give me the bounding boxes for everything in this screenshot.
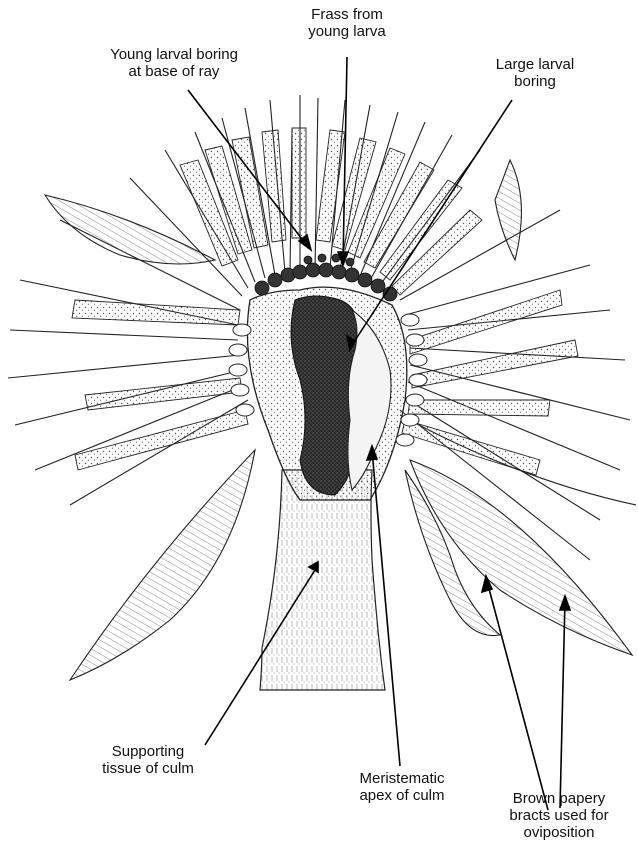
label-large-boring-line1: Large larval — [470, 56, 600, 73]
leader-bracts-2 — [560, 600, 565, 808]
label-supporting-tissue: Supporting tissue of culm — [68, 743, 228, 777]
label-bracts-line3: oviposition — [486, 824, 632, 841]
label-young-larval-boring: Young larval boring at base of ray — [60, 46, 288, 80]
label-meristematic-apex: Meristematic apex of culm — [333, 770, 471, 804]
culm-stem — [260, 470, 385, 690]
label-frass: Frass from young larva — [286, 6, 408, 40]
label-meristematic-line1: Meristematic — [333, 770, 471, 787]
label-frass-line1: Frass from — [286, 6, 408, 23]
label-frass-line2: young larva — [286, 23, 408, 40]
label-brown-bracts: Brown papery bracts used for oviposition — [486, 790, 632, 841]
label-supporting-line1: Supporting — [68, 743, 228, 760]
label-bracts-line2: bracts used for — [486, 807, 632, 824]
label-young-boring-line2: at base of ray — [60, 63, 288, 80]
label-bracts-line1: Brown papery — [486, 790, 632, 807]
label-meristematic-line2: apex of culm — [333, 787, 471, 804]
label-young-boring-line1: Young larval boring — [60, 46, 288, 63]
label-large-larval-boring: Large larval boring — [470, 56, 600, 90]
leader-bracts-1 — [488, 585, 548, 810]
label-supporting-line2: tissue of culm — [68, 760, 228, 777]
label-large-boring-line2: boring — [470, 73, 600, 90]
